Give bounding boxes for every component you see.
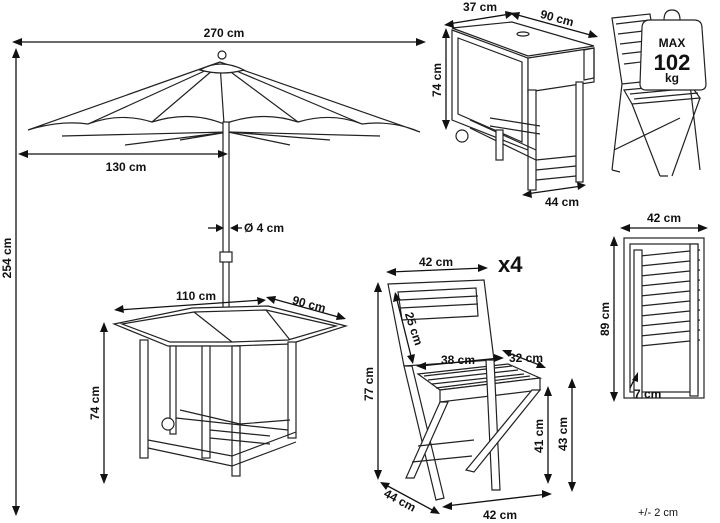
label-chair-top-width: 42 cm: [419, 255, 453, 269]
label-chair-seat-height-front: 43 cm: [556, 417, 570, 451]
dimension-chair-seat-depth: 32 cm: [502, 350, 546, 368]
label-big-table-height: 74 cm: [88, 386, 102, 420]
dimension-small-table-width: 37 cm: [444, 0, 514, 28]
chair-stretchers: [411, 439, 475, 463]
weight-badge-handle: [663, 9, 681, 21]
tolerance-note: +/- 2 cm: [638, 507, 678, 519]
label-chair-depth: 44 cm: [382, 486, 419, 514]
folded-chair: [623, 237, 705, 399]
dimension-chair-seat-height: 41 cm: [532, 386, 552, 484]
big-table-shelf: [209, 424, 271, 446]
umbrella-struts: [61, 131, 381, 146]
dimension-folded-height: 89 cm: [598, 236, 618, 402]
dimension-pole-diameter: Ø 4 cm: [208, 221, 284, 235]
chair-weight: MAX 102 kg: [611, 9, 707, 177]
chair-backrest: [397, 287, 479, 321]
big-table-wheel: [161, 417, 175, 431]
big-table-frame: [147, 409, 297, 467]
label-umbrella-span: 270 cm: [204, 26, 245, 40]
label-chair-bottom-width: 42 cm: [483, 508, 517, 522]
label-chair-height: 77 cm: [362, 367, 376, 401]
label-small-table-width: 37 cm: [463, 0, 497, 14]
small-table: [451, 21, 595, 191]
dimension-umbrella-height: 254 cm: [0, 48, 20, 516]
big-table-leg: [201, 345, 211, 459]
small-table-leg: [527, 89, 537, 191]
dimension-big-table-length: 110 cm: [114, 289, 266, 313]
label-folded-height: 89 cm: [598, 302, 612, 336]
label-pole-diameter: Ø 4 cm: [244, 221, 284, 235]
dimension-chair-depth: 44 cm: [380, 482, 440, 515]
big-table-leg: [231, 345, 241, 477]
dimension-umbrella-span: 270 cm: [12, 26, 426, 46]
dimension-small-table-leaf: 90 cm: [510, 7, 598, 38]
weight-badge-line1: MAX: [659, 36, 686, 50]
dimension-folded-width: 42 cm: [620, 211, 708, 232]
label-big-table-length: 110 cm: [176, 289, 216, 303]
label-chair-seat-depth: 32 cm: [509, 351, 543, 365]
small-table-leg: [575, 81, 584, 183]
chair-front-leg: [405, 401, 449, 479]
dimension-chair-top-width: 42 cm: [386, 255, 488, 276]
label-small-table-depth: 44 cm: [545, 195, 579, 209]
label-folded-thickness: 7 cm: [634, 387, 661, 401]
folded-chair-leg: [689, 243, 699, 397]
label-umbrella-height: 254 cm: [0, 238, 14, 279]
weight-badge-line3: kg: [665, 71, 679, 85]
small-table-leaf-side: [527, 47, 595, 93]
dimension-folded-thickness: 7 cm: [629, 372, 661, 401]
umbrella-canopy-seams: [87, 63, 363, 125]
weight-badge-line2: 102: [654, 50, 691, 75]
big-table-leg: [139, 339, 149, 459]
chair-weight-legs: [611, 83, 701, 177]
small-table-wheel: [455, 129, 469, 143]
umbrella-finial: [217, 50, 227, 60]
small-table-leaf-front-inner: [457, 37, 523, 143]
label-small-table-height: 74 cm: [430, 63, 444, 97]
dimension-big-table-height: 74 cm: [88, 322, 108, 484]
dimension-umbrella-radius: 130 cm: [18, 150, 228, 174]
dimension-chair-height: 77 cm: [362, 282, 382, 480]
umbrella-vent: [198, 63, 246, 74]
chair-weight-slats: [615, 19, 659, 65]
label-chair-seat-width: 38 cm: [441, 353, 475, 367]
big-table-top-inner: [119, 309, 339, 343]
label-umbrella-radius: 130 cm: [106, 160, 147, 174]
chair: [387, 279, 543, 501]
small-table-leg: [495, 129, 504, 161]
quantity-label: x4: [498, 252, 523, 277]
small-table-top: [451, 21, 595, 57]
label-big-table-leaf: 90 cm: [291, 293, 327, 315]
big-table-leg: [169, 345, 177, 435]
chair-seat-slats: [423, 365, 531, 389]
folded-chair-slats: [639, 249, 701, 347]
dimension-chair-seat-width: 38 cm: [416, 353, 504, 370]
dimension-chair-seat-height-front: 43 cm: [556, 378, 576, 492]
chair-back-leg: [403, 365, 445, 501]
label-chair-seat-height: 41 cm: [532, 419, 546, 453]
folded-chair-leg: [633, 249, 643, 399]
chair-front-leg: [464, 389, 542, 473]
dimension-small-table-height: 74 cm: [430, 28, 450, 130]
big-table-leg: [287, 341, 297, 439]
weight-badge: [639, 19, 707, 91]
chair-backrest-slats: [399, 295, 479, 309]
umbrella-pole-joint: [219, 251, 233, 263]
big-table: [111, 305, 349, 477]
umbrella: [27, 50, 421, 328]
label-folded-width: 42 cm: [647, 211, 681, 225]
dimension-chair-bottom-width: 42 cm: [442, 490, 552, 522]
dimension-small-table-depth: 44 cm: [522, 182, 586, 209]
